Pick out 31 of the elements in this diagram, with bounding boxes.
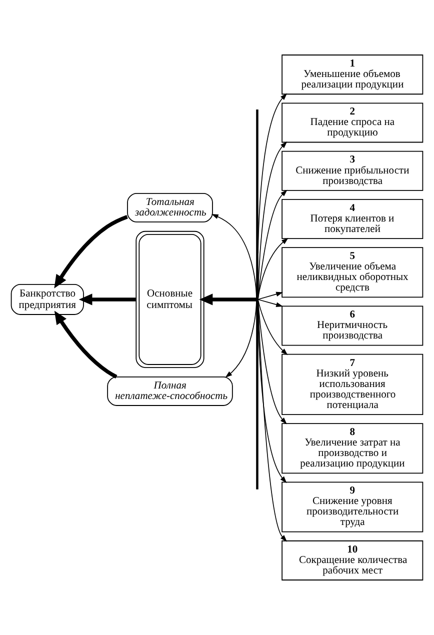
arrow — [258, 93, 288, 254]
node-box: 3 Снижение прибыльности производства — [282, 150, 424, 191]
node-bracket — [256, 110, 258, 490]
arrow — [54, 310, 118, 378]
node-box: Банкротство предприятия — [10, 284, 84, 315]
arrow — [258, 299, 288, 356]
node-box: Тотальная задолженность — [127, 192, 213, 222]
arrow — [78, 294, 136, 306]
node-box: 4 Потеря клиентов и покупателей — [282, 198, 424, 239]
node-box: 9 Снижение уровня производительности труда — [282, 482, 424, 532]
node-box: 8 Увеличение затрат на производство и реализацию продукции — [282, 423, 424, 474]
arrow — [199, 294, 256, 306]
arrow — [258, 299, 287, 424]
node-box: Полная неплатеже-способность — [107, 376, 233, 406]
node-box: 1 Уменьшение объемов реализации продукции — [282, 54, 424, 95]
arrow — [258, 238, 288, 300]
arrow — [54, 215, 128, 288]
node-box: 6 Неритмичность производства — [282, 306, 424, 346]
arrow — [258, 299, 287, 484]
node-box: 10 Сокращение количества рабочих мест — [282, 540, 424, 580]
arrow — [258, 190, 288, 300]
node-box: 7 Низкий уровень использования производственного потенциала — [282, 354, 424, 415]
arrow — [211, 214, 257, 300]
node-box: 2 Падение спроса на продукцию — [282, 102, 424, 143]
node-box: Основные симптомы — [136, 230, 204, 368]
arrow — [258, 299, 284, 307]
arrow — [258, 299, 288, 542]
arrow — [258, 292, 284, 300]
arrow — [258, 141, 288, 300]
node-box: 5 Увеличение объема неликвидных оборотных средств — [282, 247, 424, 298]
arrow — [225, 299, 257, 378]
